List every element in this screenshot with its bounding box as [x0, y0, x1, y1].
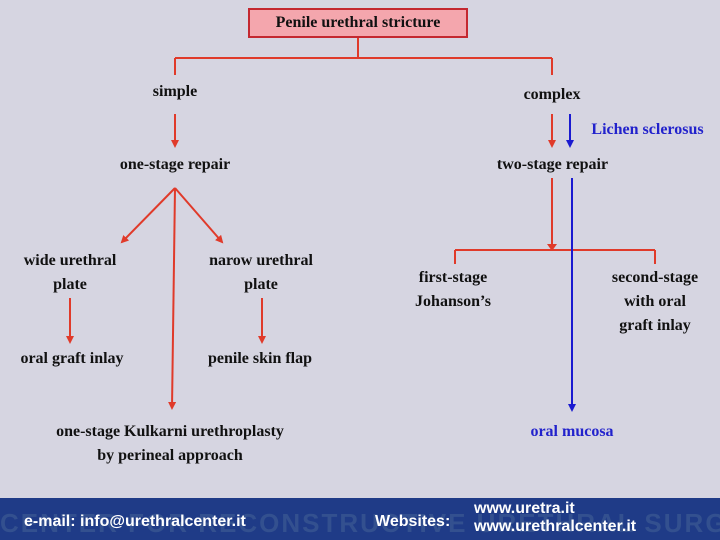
junction-arrowhead: [547, 244, 557, 251]
footer-bar: CENTER FOR RECONSTRUCTIVE URETHRAL SURGE…: [0, 498, 720, 540]
node-complex: complex: [523, 86, 581, 103]
footer-website-uretra[interactable]: www.uretra.it: [474, 500, 575, 517]
node-kulkarni-line1: one-stage Kulkarni urethroplasty: [56, 423, 284, 440]
footer-websites-label: Websites:: [375, 513, 451, 530]
arrow-to-kulkarni: [168, 187, 177, 410]
node-second-stage-line1: second-stage: [611, 269, 699, 286]
top-bracket-lines: [174, 38, 553, 75]
node-first-stage-line1: first-stage: [418, 269, 488, 286]
node-kulkarni-line2: by perineal approach: [97, 447, 243, 464]
node-wide-urethral-plate-line2: plate: [53, 276, 87, 293]
footer-website-urethralcenter[interactable]: www.urethralcenter.it: [474, 518, 637, 535]
node-second-stage-line2: with oral: [624, 293, 686, 310]
node-second-stage-oral-graft: second-stage with oral graft inlay: [596, 266, 714, 338]
node-wide-urethral-plate-line1: wide urethral: [23, 252, 117, 269]
node-second-stage-line3: graft inlay: [619, 317, 691, 334]
node-lichen-sclerosus: Lichen sclerosus: [591, 121, 704, 138]
node-penile-skin-flap: penile skin flap: [207, 350, 313, 367]
diagram-title: Penile urethral stricture: [248, 8, 468, 38]
node-simple: simple: [152, 83, 198, 100]
arrow-to-narrow-plate: [174, 187, 224, 244]
node-narrow-urethral-plate-line2: plate: [244, 276, 278, 293]
two-stage-bracket-lines: [454, 178, 656, 264]
node-first-stage-line2: Johanson’s: [415, 293, 491, 310]
arrow-to-wide-plate: [120, 187, 176, 244]
node-narrow-urethral-plate: narow urethral plate: [190, 249, 332, 297]
node-wide-urethral-plate: wide urethral plate: [5, 249, 135, 297]
node-one-stage-repair: one-stage repair: [119, 156, 231, 173]
node-oral-graft-inlay: oral graft inlay: [20, 350, 124, 367]
node-kulkarni-urethroplasty: one-stage Kulkarni urethroplasty by peri…: [20, 420, 320, 468]
node-first-stage-johanson: first-stage Johanson’s: [398, 266, 508, 314]
node-oral-mucosa: oral mucosa: [530, 423, 614, 440]
footer-email[interactable]: e-mail: info@urethralcenter.it: [24, 513, 246, 530]
node-narrow-urethral-plate-line1: narow urethral: [209, 252, 313, 269]
node-two-stage-repair: two-stage repair: [496, 156, 609, 173]
footer-watermark: CENTER FOR RECONSTRUCTIVE URETHRAL SURGE…: [0, 508, 720, 538]
